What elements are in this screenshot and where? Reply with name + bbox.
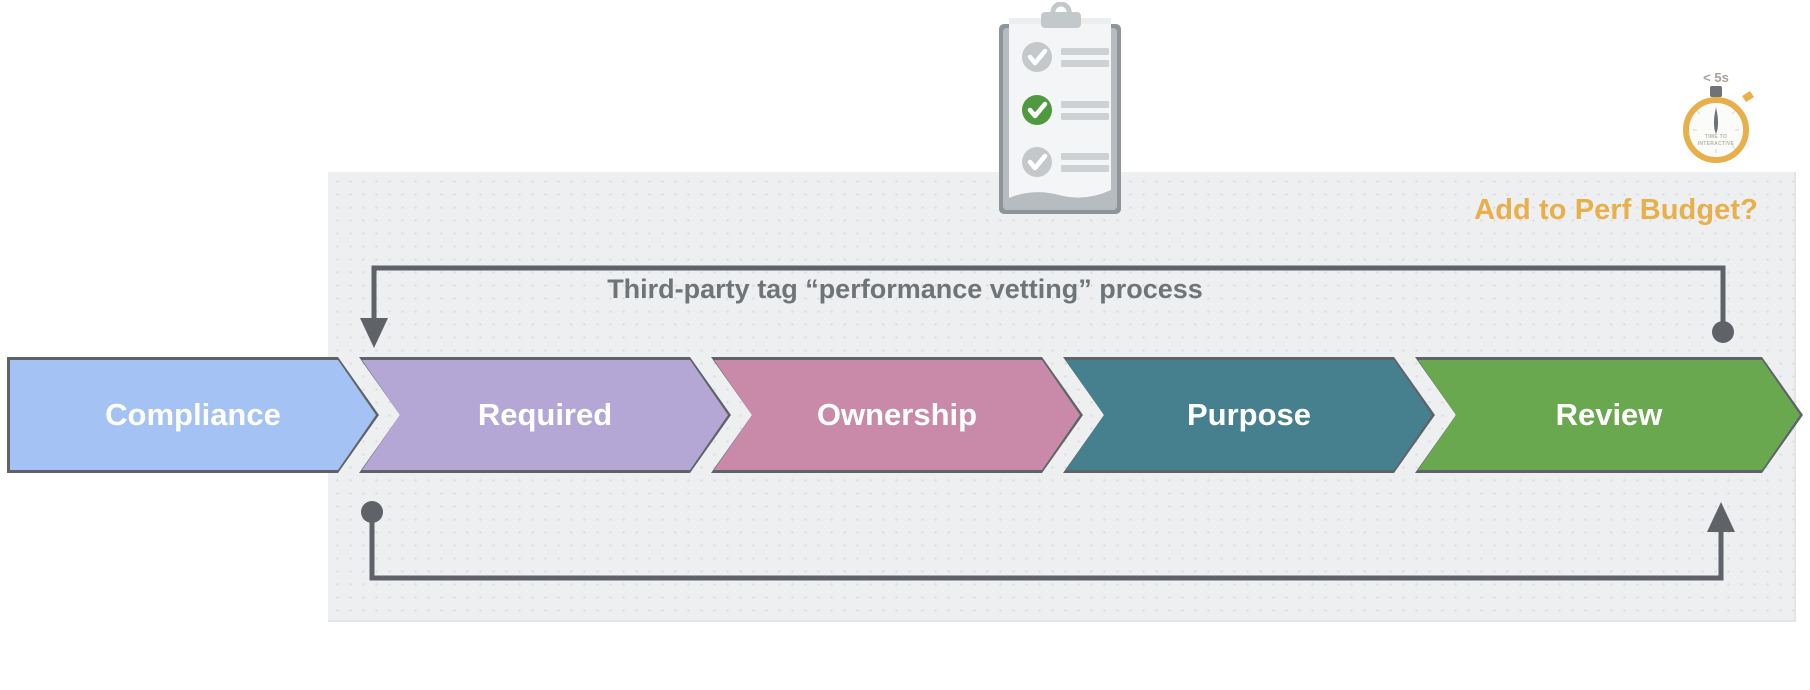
time-to-interactive-stopwatch-icon: < 5s TIME TO INTERACTIVE xyxy=(1683,70,1754,163)
stopwatch-dial-label-line1: TIME TO xyxy=(1705,134,1727,140)
stage-label: Compliance xyxy=(105,397,281,432)
stage-label: Purpose xyxy=(1186,397,1312,432)
checklist-row-1 xyxy=(1022,42,1109,72)
stage-chevron-ownership[interactable]: Ownership xyxy=(714,360,1080,470)
checklist-row-3 xyxy=(1022,147,1109,177)
stage-chevron-purpose[interactable]: Purpose xyxy=(1066,360,1432,470)
chevron-fill: Required xyxy=(362,360,728,470)
stage-chevron-row: Compliance Required Ownership Purpose Re xyxy=(0,360,1810,470)
stopwatch-threshold-label: < 5s xyxy=(1703,70,1729,85)
process-title: Third-party tag “performance vetting” pr… xyxy=(607,274,1203,304)
stage-chevron-compliance[interactable]: Compliance xyxy=(10,360,376,470)
stage-label: Required xyxy=(477,397,613,432)
chevron-fill: Compliance xyxy=(10,360,376,470)
checklist-row-2 xyxy=(1022,95,1109,125)
chevron-fill: Ownership xyxy=(714,360,1080,470)
stage-label: Review xyxy=(1555,397,1663,432)
stage-chevron-required[interactable]: Required xyxy=(362,360,728,470)
perf-budget-label: Add to Perf Budget? xyxy=(1474,194,1758,226)
stage-label: Ownership xyxy=(816,397,978,432)
chevron-fill: Purpose xyxy=(1066,360,1432,470)
chevron-fill: Review xyxy=(1418,360,1800,470)
stopwatch-dial-label-line2: INTERACTIVE xyxy=(1698,141,1735,147)
checklist-clipboard-icon xyxy=(999,2,1121,214)
stage-chevron-review[interactable]: Review xyxy=(1418,360,1800,470)
